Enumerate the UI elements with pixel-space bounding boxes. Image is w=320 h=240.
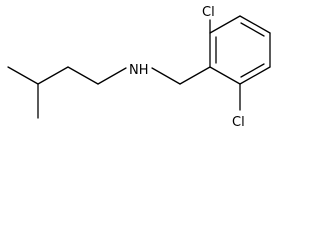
ring-bond-b-c — [209, 15, 241, 34]
ring-bond-e-f — [239, 66, 271, 85]
skeletal-formula: Cl NH Cl — [7, 5, 271, 130]
ring-double-bond-c-d — [240, 22, 265, 37]
ring-bond-f-a — [209, 66, 241, 85]
bond-ch2-ring — [179, 66, 211, 85]
bond-n-ch2 — [151, 67, 181, 85]
bond-c5-n — [97, 67, 127, 85]
ring-bond-c-d — [239, 15, 271, 34]
bond-c2-c4 — [37, 66, 69, 85]
ring-double-bond-e-f — [240, 63, 265, 78]
atom-label-cl-bottom: Cl — [232, 115, 245, 130]
atom-label-amine: NH — [129, 63, 149, 78]
atom-label-cl-top: Cl — [202, 5, 215, 20]
bond-c1-c2 — [7, 66, 39, 85]
bond-c4-c5 — [67, 66, 99, 85]
